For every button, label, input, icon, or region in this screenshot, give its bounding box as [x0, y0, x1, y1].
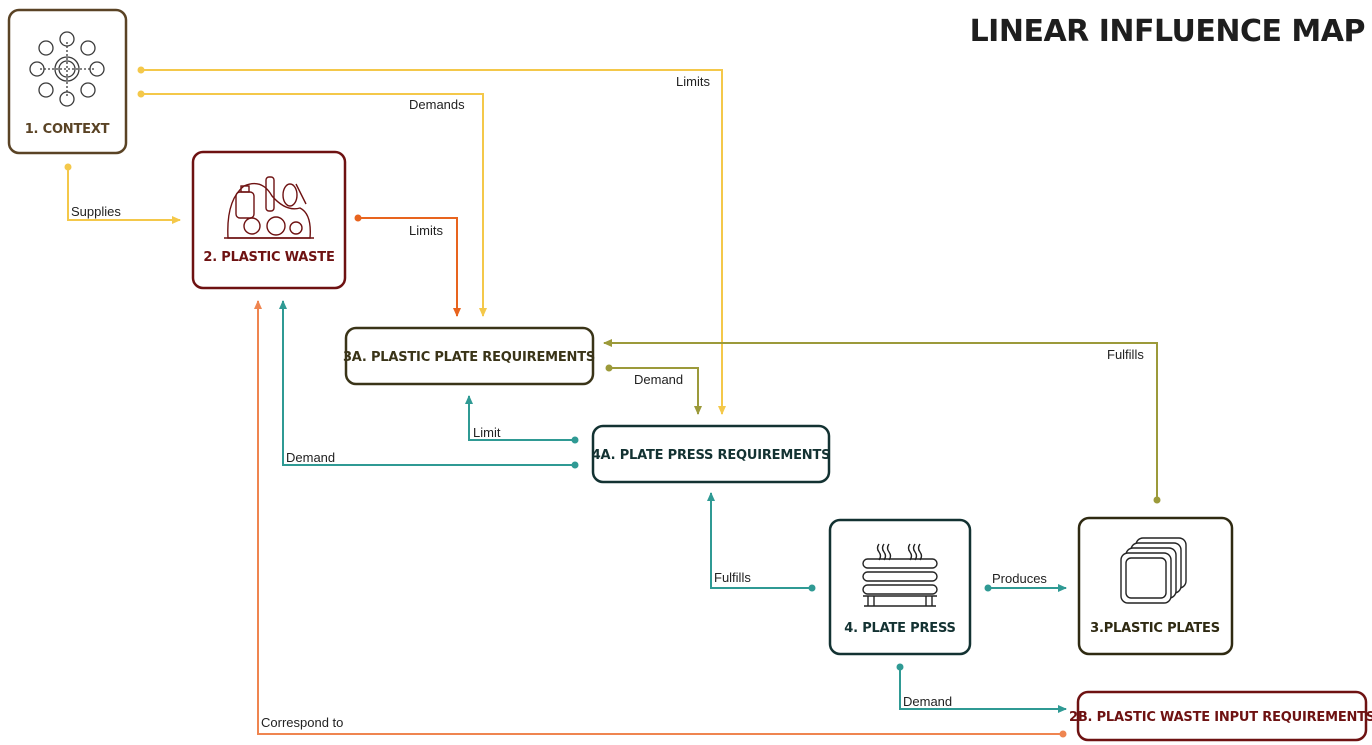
stacked-plates-icon [1120, 537, 1187, 604]
edge-demands-context-plate [137, 90, 487, 317]
edge-fulfills-plates-req [603, 339, 1161, 504]
edge-label-fulfills-press-req: Fulfills [714, 570, 751, 585]
node-plastic-plates[interactable]: 3.PLASTIC PLATES [1077, 516, 1234, 656]
edge-demand-press-input [896, 663, 1067, 713]
edge-fulfills-press-req [707, 492, 816, 592]
edge-label-produces: Produces [992, 571, 1047, 586]
edge-label-limit-press-plate: Limit [473, 425, 501, 440]
node-context-label: 1. CONTEXT [25, 122, 110, 137]
edge-produces [984, 584, 1067, 592]
heated-press-icon [862, 543, 938, 607]
edge-label-demand-press-waste: Demand [286, 450, 335, 465]
context-network-icon [29, 31, 105, 107]
edge-limits-waste-plate [354, 214, 461, 317]
edge-label-demand-plate-press: Demand [634, 372, 683, 387]
node-plastic-waste-label: 2. PLASTIC WASTE [203, 250, 334, 265]
edge-supplies [64, 163, 181, 224]
edge-label-fulfills-plates-req: Fulfills [1107, 347, 1144, 362]
node-plate-requirements-label: 3A. PLASTIC PLATE REQUIREMENTS [343, 350, 595, 365]
edge-label-limits-context-press: Limits [676, 74, 710, 89]
edge-label-correspond-to: Correspond to [261, 715, 343, 730]
node-press-requirements[interactable]: 4A. PLATE PRESS REQUIREMENTS [592, 424, 831, 484]
edge-label-limits-waste-plate: Limits [409, 223, 443, 238]
node-plastic-plates-label: 3.PLASTIC PLATES [1090, 621, 1220, 636]
node-plastic-waste[interactable]: 2. PLASTIC WASTE [191, 150, 347, 290]
node-plate-press-label: 4. PLATE PRESS [844, 621, 955, 636]
edge-label-demands-context-plate: Demands [409, 97, 465, 112]
edge-demand-press-waste [279, 300, 579, 469]
edge-demand-plate-press [605, 364, 702, 415]
node-press-requirements-label: 4A. PLATE PRESS REQUIREMENTS [592, 448, 831, 463]
node-waste-input-requirements-label: 2B. PLASTIC WASTE INPUT REQUIREMENTS [1069, 710, 1372, 725]
node-waste-input-requirements[interactable]: 2B. PLASTIC WASTE INPUT REQUIREMENTS [1069, 690, 1372, 742]
node-context[interactable]: 1. CONTEXT [7, 8, 128, 155]
edge-label-supplies: Supplies [71, 204, 121, 219]
plastic-waste-pile-icon [224, 176, 314, 239]
edge-correspond-to [254, 300, 1067, 738]
edge-label-demand-press-input: Demand [903, 694, 952, 709]
node-plate-requirements[interactable]: 3A. PLASTIC PLATE REQUIREMENTS [343, 326, 595, 386]
edge-limits-context-press [137, 66, 726, 415]
edge-limit-press-plate [465, 395, 579, 444]
page-title: LINEAR INFLUENCE MAP [970, 14, 1365, 49]
node-plate-press[interactable]: 4. PLATE PRESS [828, 518, 972, 656]
